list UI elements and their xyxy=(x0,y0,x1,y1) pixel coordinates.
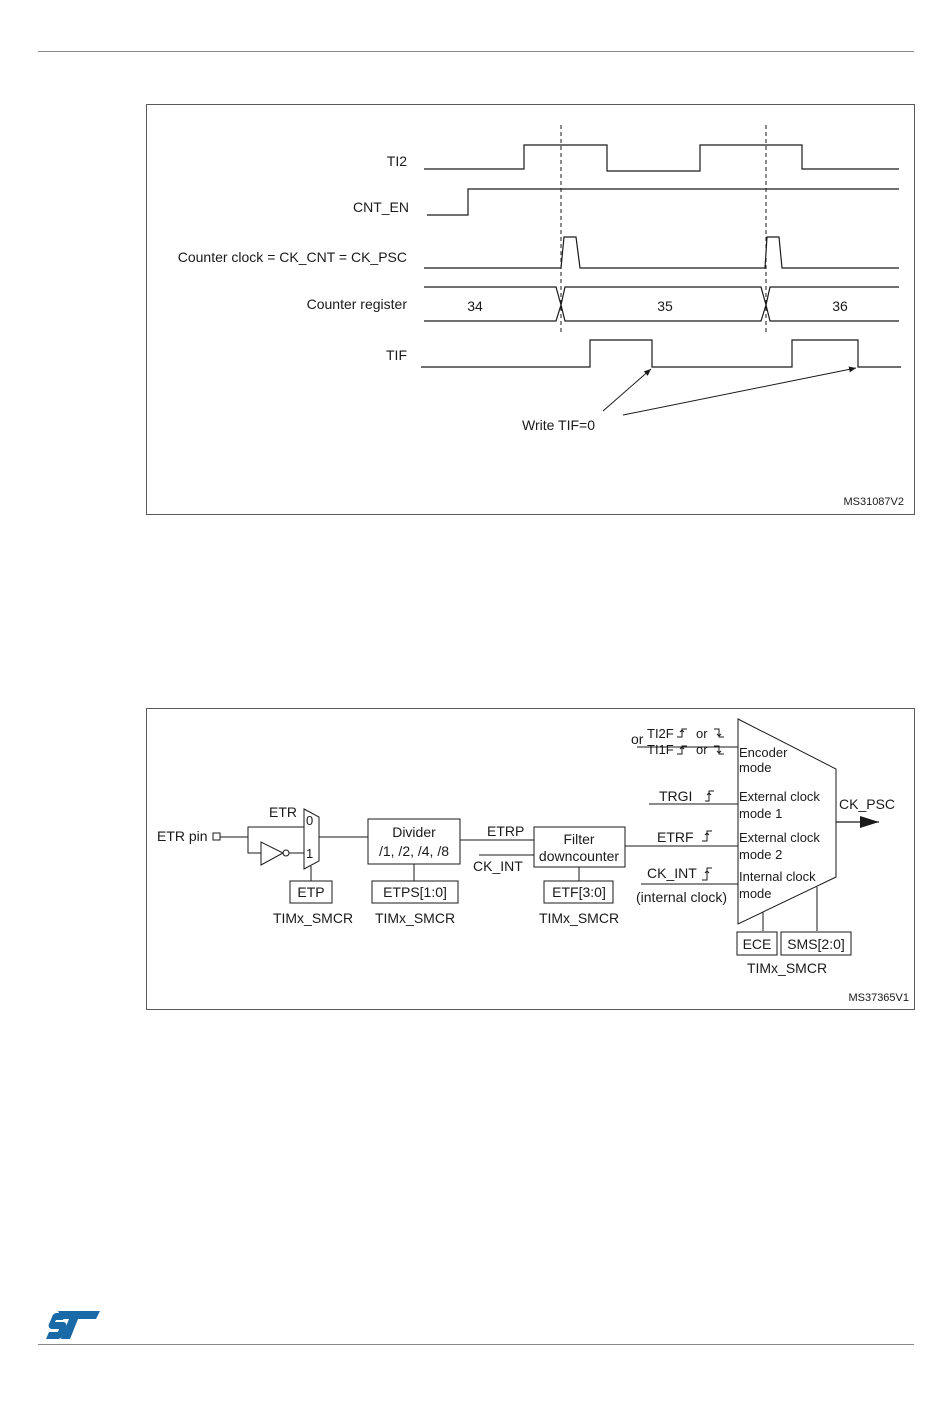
etrp-label: ETRP xyxy=(487,823,524,839)
ece-box xyxy=(736,931,778,956)
etf-reg-label: TIMx_SMCR xyxy=(539,910,619,926)
label-tif: TIF xyxy=(386,347,407,363)
figure-id: MS31087V2 xyxy=(843,496,904,508)
ece-label: ECE xyxy=(743,936,772,952)
write-tif-arrow-2 xyxy=(622,366,857,416)
etr-pin-label: ETR pin xyxy=(157,828,208,844)
timing-diagram: TI2 CNT_EN Counter clock = CK_CNT = CK_P… xyxy=(178,125,904,508)
mode-encoder-1: Encoder xyxy=(739,745,788,760)
ti2f-or-label: or xyxy=(696,726,708,741)
ti2f-rising-edge-icon xyxy=(677,728,687,738)
sms-label: SMS[2:0] xyxy=(787,936,845,952)
ti2-waveform xyxy=(424,144,899,172)
label-counter-register: Counter register xyxy=(307,296,408,312)
label-cnt-en: CNT_EN xyxy=(353,199,409,215)
etr-label: ETR xyxy=(269,804,297,820)
label-ti2: TI2 xyxy=(387,153,407,169)
mode-ext1-2: mode 1 xyxy=(739,806,782,821)
sms-box xyxy=(780,931,852,956)
ti1f-falling-edge-icon xyxy=(714,745,724,755)
mux-input-0: 0 xyxy=(306,813,313,828)
mode-ext2-2: mode 2 xyxy=(739,847,782,862)
etp-mux xyxy=(303,808,320,870)
etr-pin-branch-top xyxy=(247,826,304,837)
etrf-label: ETRF xyxy=(657,829,694,845)
or-label: or xyxy=(631,731,644,747)
tif-waveform xyxy=(421,339,901,368)
divider-label-2: /1, /2, /4, /8 xyxy=(379,843,449,859)
inverter-gate xyxy=(260,841,285,866)
etp-box xyxy=(289,880,333,904)
mode-int-2: mode xyxy=(739,886,772,901)
etr-pin-square xyxy=(212,832,221,841)
etrf-rising-edge-icon xyxy=(702,830,712,842)
ti1f-rising-edge-icon xyxy=(677,745,687,755)
block-diagram: ETR pin ETR 0 1 ETP TIMx_SMCR Divider /1… xyxy=(157,718,909,1004)
timing-diagram-frame: TI2 CNT_EN Counter clock = CK_CNT = CK_P… xyxy=(146,104,915,515)
mux-input-1: 1 xyxy=(306,846,313,861)
ti1f-or-label: or xyxy=(696,742,708,757)
counter-value-34: 34 xyxy=(467,298,483,314)
write-tif-annotation: Write TIF=0 xyxy=(522,417,595,433)
mode-int-1: Internal clock xyxy=(739,869,816,884)
counter-value-35: 35 xyxy=(657,298,673,314)
ck-int2-label: CK_INT xyxy=(647,865,697,881)
divider-label-1: Divider xyxy=(392,824,436,840)
trgi-rising-edge-icon xyxy=(705,790,714,802)
clock-mode-mux xyxy=(737,718,837,925)
etp-label: ETP xyxy=(297,884,324,900)
ti2f-falling-edge-icon xyxy=(714,728,724,738)
ck-int-rising-edge-icon xyxy=(702,867,712,881)
ti1f-label: TI1F xyxy=(647,742,674,757)
etps-label: ETPS[1:0] xyxy=(383,884,447,900)
ck-int-label: CK_INT xyxy=(473,858,523,874)
mode-ext1-1: External clock xyxy=(739,789,820,804)
st-logo xyxy=(46,1311,100,1339)
mode-encoder-2: mode xyxy=(739,760,772,775)
label-counter-clock: Counter clock = CK_CNT = CK_PSC xyxy=(178,249,407,265)
block-diagram-frame: ETR pin ETR 0 1 ETP TIMx_SMCR Divider /1… xyxy=(146,708,915,1010)
filter-label-1: Filter xyxy=(563,831,594,847)
block-figure-id: MS37365V1 xyxy=(848,992,909,1004)
counter-bus-top xyxy=(424,286,899,306)
mode-ext2-1: External clock xyxy=(739,830,820,845)
etp-reg-label: TIMx_SMCR xyxy=(273,910,353,926)
internal-clock-label: (internal clock) xyxy=(636,889,727,905)
etps-box xyxy=(371,880,459,904)
ece-sms-reg-label: TIMx_SMCR xyxy=(747,960,827,976)
etf-label: ETF[3:0] xyxy=(552,884,606,900)
etf-box xyxy=(543,880,614,904)
filter-label-2: downcounter xyxy=(539,848,620,864)
ti2f-label: TI2F xyxy=(647,726,674,741)
counter-bus-bottom xyxy=(424,302,899,322)
counter-clock-waveform xyxy=(424,236,899,269)
bottom-rule xyxy=(38,1344,914,1345)
etr-pin-branch-bottom xyxy=(247,837,261,854)
counter-value-36: 36 xyxy=(832,298,848,314)
cnt-en-waveform xyxy=(427,188,899,216)
trgi-label: TRGI xyxy=(659,788,692,804)
ck-psc-label: CK_PSC xyxy=(839,796,895,812)
write-tif-arrow-1 xyxy=(602,368,652,412)
etps-reg-label: TIMx_SMCR xyxy=(375,910,455,926)
top-rule xyxy=(38,51,914,52)
